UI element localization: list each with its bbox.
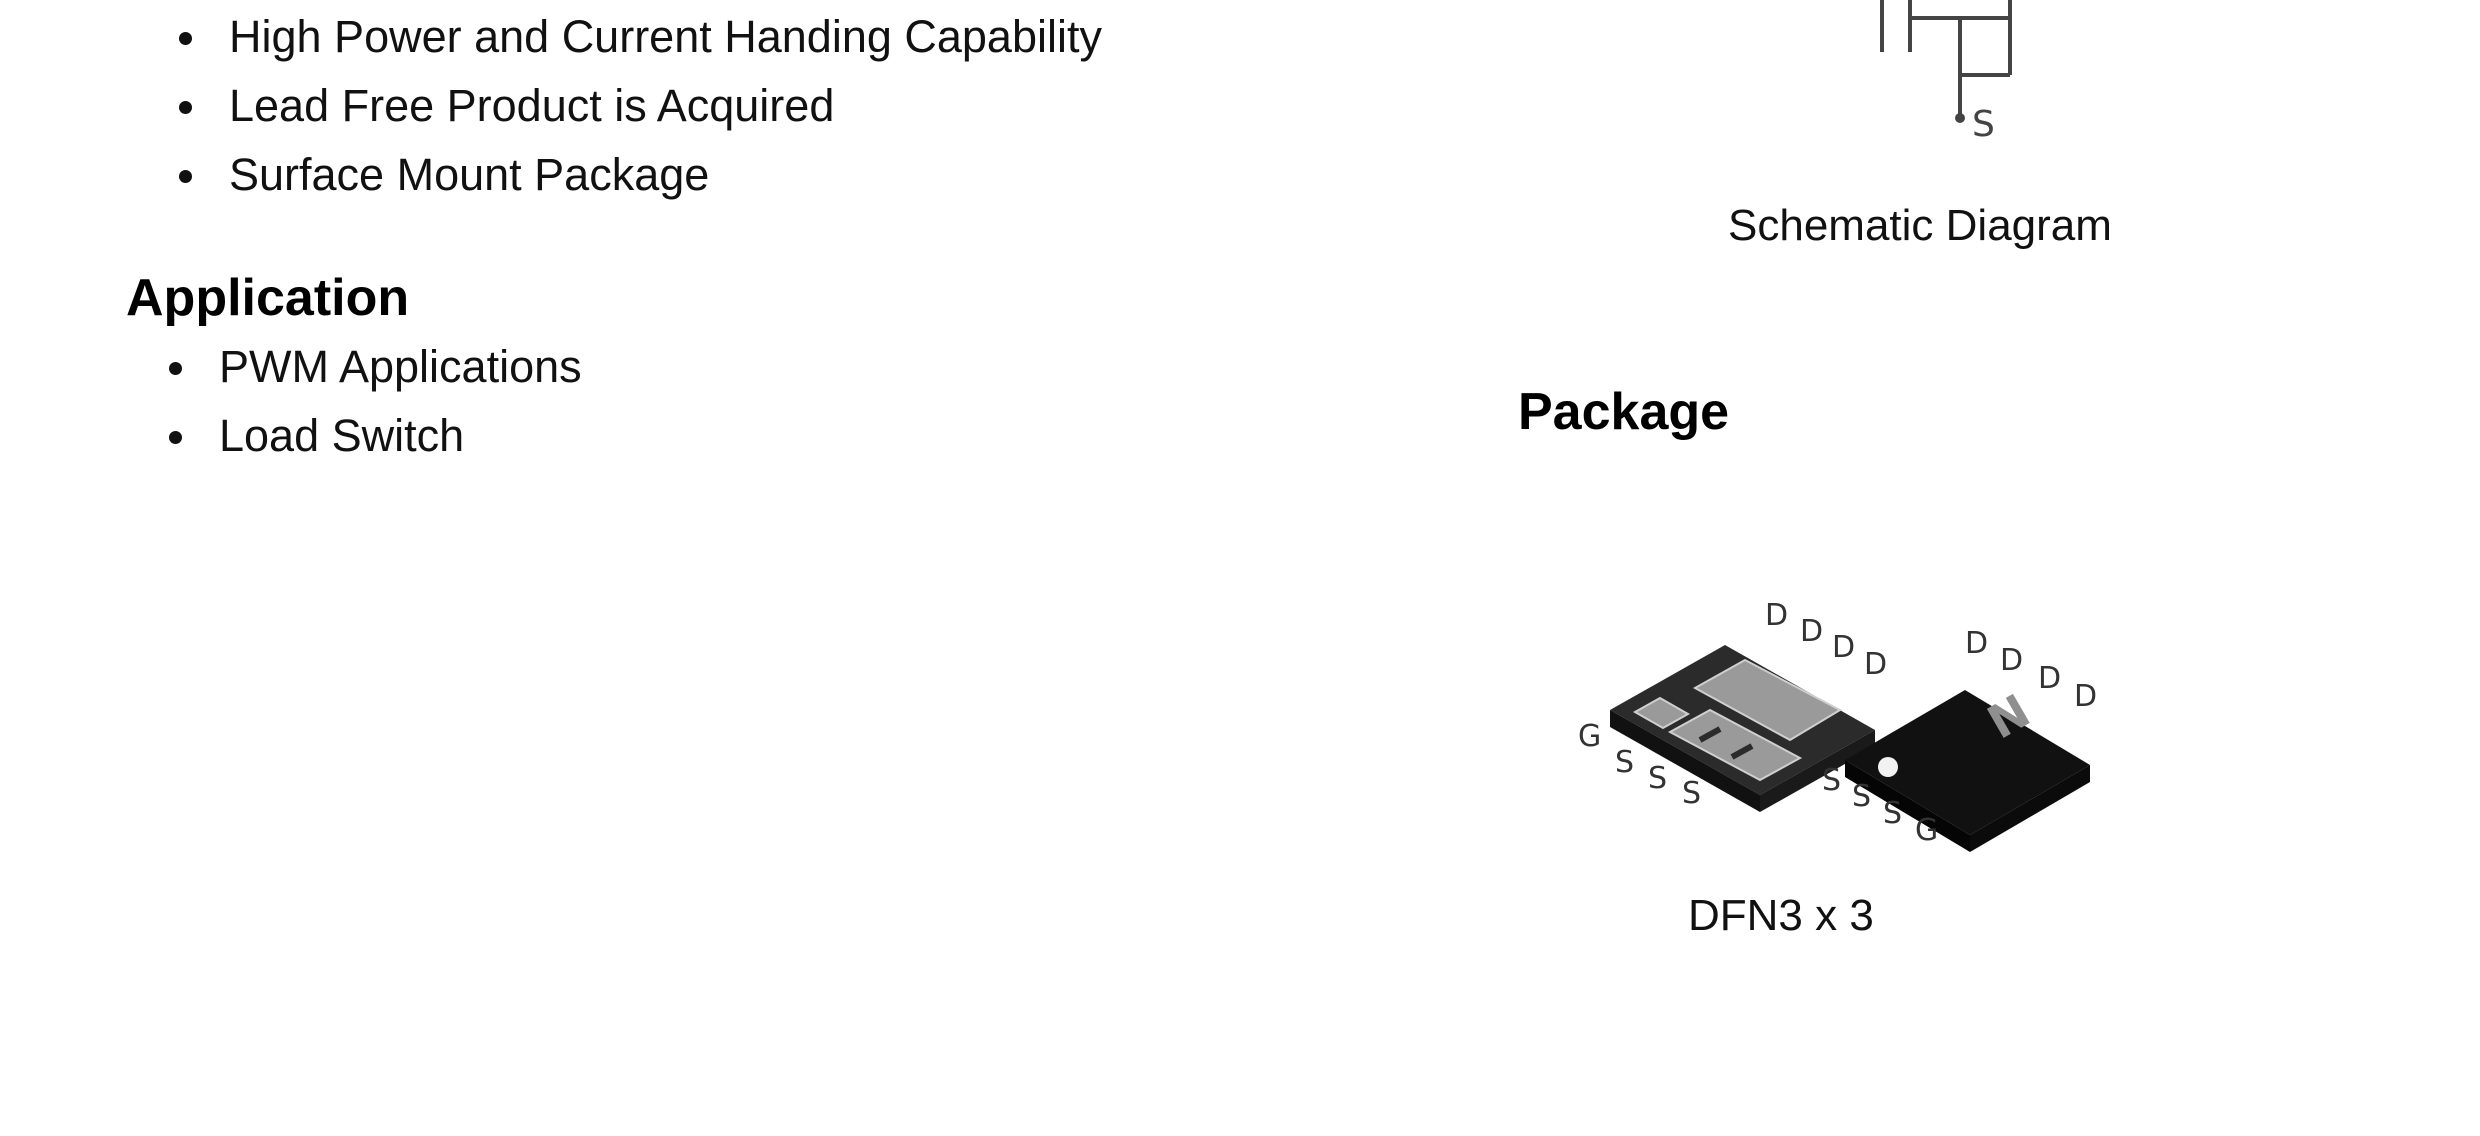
source-pin-label: S xyxy=(1972,104,1995,145)
package-heading: Package xyxy=(1518,383,1730,441)
list-item: Surface Mount Package xyxy=(179,140,1102,209)
bullet-icon xyxy=(179,170,192,183)
schematic-caption: Schematic Diagram xyxy=(1728,201,2112,250)
package-top-view: N D D D D S S S G xyxy=(1822,626,2097,852)
list-item: Load Switch xyxy=(169,401,582,470)
list-item-text: Surface Mount Package xyxy=(229,149,710,200)
source-pin-label: S xyxy=(1852,779,1871,814)
schematic-diagram: S xyxy=(1880,0,2012,145)
features-list: High Power and Current Handing Capabilit… xyxy=(179,2,1102,209)
source-pin-label: S xyxy=(1648,761,1667,796)
list-item: PWM Applications xyxy=(169,332,582,401)
pin1-marker-dot xyxy=(1878,757,1898,777)
list-item-text: PWM Applications xyxy=(219,341,582,392)
list-item-text: Lead Free Product is Acquired xyxy=(229,80,835,131)
bullet-icon xyxy=(169,431,182,444)
application-heading: Application xyxy=(126,269,410,327)
drain-pin-label: D xyxy=(1832,630,1855,665)
drain-pin-label: D xyxy=(1965,626,1988,661)
bullet-icon xyxy=(169,362,182,375)
mosfet-symbol xyxy=(1880,0,2012,118)
package-caption: DFN3 x 3 xyxy=(1688,891,1874,940)
list-item-text: Load Switch xyxy=(219,410,465,461)
list-item: Lead Free Product is Acquired xyxy=(179,71,1102,140)
source-pad xyxy=(1667,708,1803,782)
source-pin-label: S xyxy=(1615,745,1634,780)
source-pin-label: S xyxy=(1883,796,1902,831)
drain-pin-label: D xyxy=(2038,661,2061,696)
drain-pin-label: D xyxy=(1800,614,1823,649)
bullet-icon xyxy=(179,101,192,114)
drain-pin-label: D xyxy=(1765,598,1788,633)
drain-pin-label: D xyxy=(1864,647,1887,682)
gate-pin-label: G xyxy=(1578,719,1601,754)
exposed-drain-pad xyxy=(1692,658,1843,742)
gate-pad xyxy=(1632,696,1691,730)
source-terminal-dot xyxy=(1955,113,1965,123)
drain-pin-label: D xyxy=(2074,679,2097,714)
list-item-text: High Power and Current Handing Capabilit… xyxy=(229,11,1102,62)
source-pin-label: S xyxy=(1682,776,1701,811)
gate-pin-label: G xyxy=(1915,813,1938,848)
bullet-icon xyxy=(179,32,192,45)
list-item: High Power and Current Handing Capabilit… xyxy=(179,2,1102,71)
drain-pin-label: D xyxy=(2000,643,2023,678)
dfn-package-image: D D D D G S S S N D D D D S S S G xyxy=(1578,598,2097,852)
application-list: PWM Applications Load Switch xyxy=(169,332,582,470)
source-pin-label: S xyxy=(1822,763,1841,798)
package-bottom-view: D D D D G S S S xyxy=(1578,598,1887,812)
